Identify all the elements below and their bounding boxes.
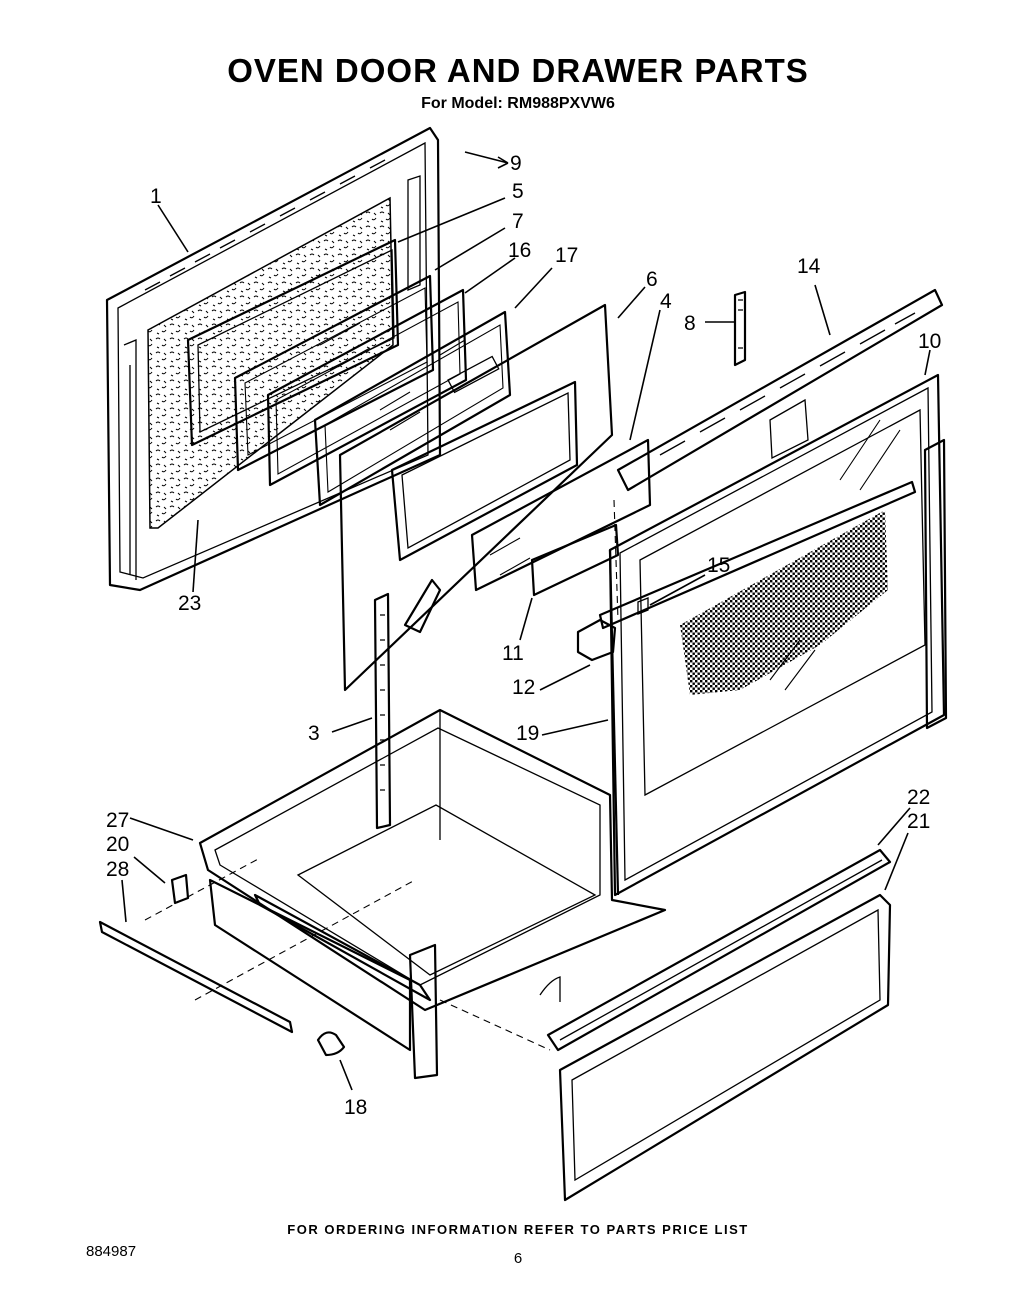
callout-9: 9 (510, 152, 522, 175)
door-handle-bar (598, 480, 917, 630)
page-number: 6 (513, 1250, 523, 1267)
callout-18: 18 (344, 1096, 367, 1119)
callout-4: 4 (660, 290, 672, 313)
callout-11: 11 (502, 642, 524, 665)
drawer-glide (316, 1031, 346, 1057)
callout-19: 19 (516, 722, 539, 745)
callout-22: 22 (907, 786, 930, 809)
callout-8: 8 (684, 312, 696, 335)
outer-oven-door (608, 373, 948, 897)
outer-door-panel (105, 126, 442, 592)
hinge (373, 592, 392, 830)
window-glass (470, 438, 652, 597)
drawer-front-panel (558, 893, 892, 1202)
callout-17: 17 (555, 244, 578, 267)
callout-27: 27 (106, 809, 129, 832)
callout-28: 28 (106, 858, 129, 881)
callout-14: 14 (797, 255, 821, 278)
drawer-front-trim (546, 848, 892, 1052)
handle-bracket (576, 618, 617, 662)
callout-leaders (121, 151, 931, 1091)
callout-16: 16 (508, 239, 531, 262)
alignment-line-3 (439, 999, 551, 1051)
callout-labels: 1 5 7 9 16 17 6 4 8 14 10 15 11 12 19 3 … (106, 152, 941, 1119)
inner-door-frame (338, 303, 614, 692)
callout-12: 12 (512, 676, 535, 699)
alignment-line-4 (613, 499, 619, 621)
top-vent-trim (616, 288, 944, 492)
callout-7: 7 (512, 210, 524, 233)
callout-3: 3 (308, 722, 320, 745)
callout-23: 23 (178, 592, 201, 615)
callout-21: 21 (907, 810, 930, 833)
callout-6: 6 (646, 268, 658, 291)
model-subtitle: For Model: RM988PXVW6 (421, 95, 615, 112)
page-title: OVEN DOOR AND DRAWER PARTS (227, 52, 809, 89)
callout-20: 20 (106, 833, 129, 856)
drawer-rail (98, 920, 294, 1034)
drawer-body (198, 708, 667, 1080)
alignment-line-2 (194, 879, 416, 1001)
callout-10: 10 (918, 330, 941, 353)
callout-1: 1 (150, 185, 162, 208)
ordering-info-note: FOR ORDERING INFORMATION REFER TO PARTS … (287, 1222, 749, 1237)
drawer-clip (170, 873, 190, 905)
bracket-8 (733, 290, 747, 367)
inner-door-liner (186, 238, 435, 472)
callout-5: 5 (512, 180, 524, 203)
callout-15: 15 (707, 554, 730, 577)
door-glass-panes (266, 288, 512, 507)
alignment-line-1 (144, 857, 261, 921)
document-number: 884987 (86, 1243, 137, 1260)
